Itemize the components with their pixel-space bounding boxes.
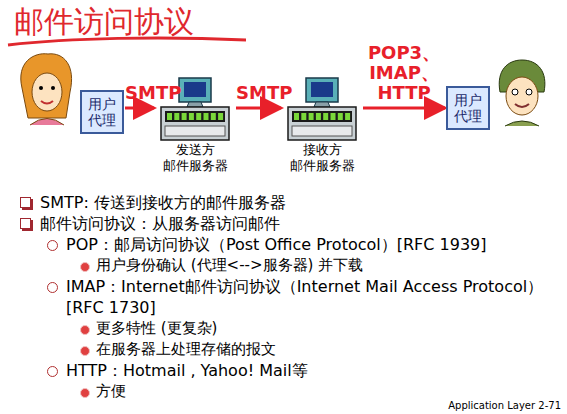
server-icon <box>282 76 362 142</box>
title: 邮件访问协议 <box>14 4 194 40</box>
bullet-row: HTTP：Hotmail , Yahoo! Mail等 <box>0 360 560 381</box>
bullet-text: 更多特性 (更复杂) <box>96 319 217 337</box>
bullet-list: SMTP: 传送到接收方的邮件服务器邮件访问协议：从服务器访问邮件 POP：邮局访… <box>0 192 560 402</box>
arrow <box>236 107 281 110</box>
protocol-label: SMTP <box>125 83 155 103</box>
dot-bullet <box>80 388 90 398</box>
arrow <box>125 107 154 110</box>
dot-bullet <box>80 262 90 272</box>
receiver-person <box>499 60 545 126</box>
bullet-row: POP：邮局访问协议（Post Office Protocol）[RFC 193… <box>0 234 560 255</box>
bullet-text: SMTP: 传送到接收方的邮件服务器 <box>40 193 286 212</box>
square-bullet <box>20 197 31 208</box>
box-label: 用户代理 <box>454 92 482 124</box>
bullet-row: 用户身份确认 (代理<-->服务器) 并下载 <box>0 255 560 276</box>
protocol-label: SMTP <box>236 83 281 103</box>
bullet-row: 在服务器上处理存储的报文 <box>0 339 560 360</box>
mail-server: 发送方 邮件服务器 <box>155 76 235 174</box>
server-label: 接收方 邮件服务器 <box>282 142 362 174</box>
bullet-text: 在服务器上处理存储的报文 <box>96 340 276 358</box>
bullet-text: IMAP：Internet邮件访问协议（Internet Mail Access… <box>66 277 543 317</box>
dot-bullet <box>80 346 90 356</box>
bullet-text: 用户身份确认 (代理<-->服务器) 并下载 <box>96 256 363 274</box>
circle-bullet <box>47 282 58 293</box>
user-agent-box: 用户代理 <box>80 90 124 134</box>
circle-bullet <box>47 240 58 251</box>
bullet-row: SMTP: 传送到接收方的邮件服务器 <box>0 192 560 213</box>
server-label: 发送方 邮件服务器 <box>155 142 235 174</box>
bullet-row: 邮件访问协议：从服务器访问邮件 <box>0 213 560 234</box>
bullet-text: 邮件访问协议：从服务器访问邮件 <box>40 214 280 233</box>
user-agent-box: 用户代理 <box>446 86 490 130</box>
mail-server: 接收方 邮件服务器 <box>282 76 362 174</box>
bullet-text: 方便 <box>96 382 126 400</box>
circle-bullet <box>47 366 58 377</box>
bullet-row: IMAP：Internet邮件访问协议（Internet Mail Access… <box>0 276 560 318</box>
bullet-text: POP：邮局访问协议（Post Office Protocol）[RFC 193… <box>66 235 487 254</box>
square-bullet <box>20 218 31 229</box>
sender-person <box>21 54 72 125</box>
bullet-row: 方便 <box>0 381 560 402</box>
box-label: 用户代理 <box>88 96 116 128</box>
protocol-label: POP3、 IMAP、 HTTP <box>363 43 445 103</box>
title-underline <box>8 38 246 45</box>
footer-note: Application Layer 2-71 <box>448 400 561 412</box>
arrow <box>363 107 445 110</box>
bullet-text: HTTP：Hotmail , Yahoo! Mail等 <box>66 361 308 380</box>
server-icon <box>155 76 235 142</box>
dot-bullet <box>80 325 90 335</box>
bullet-row: 更多特性 (更复杂) <box>0 318 560 339</box>
